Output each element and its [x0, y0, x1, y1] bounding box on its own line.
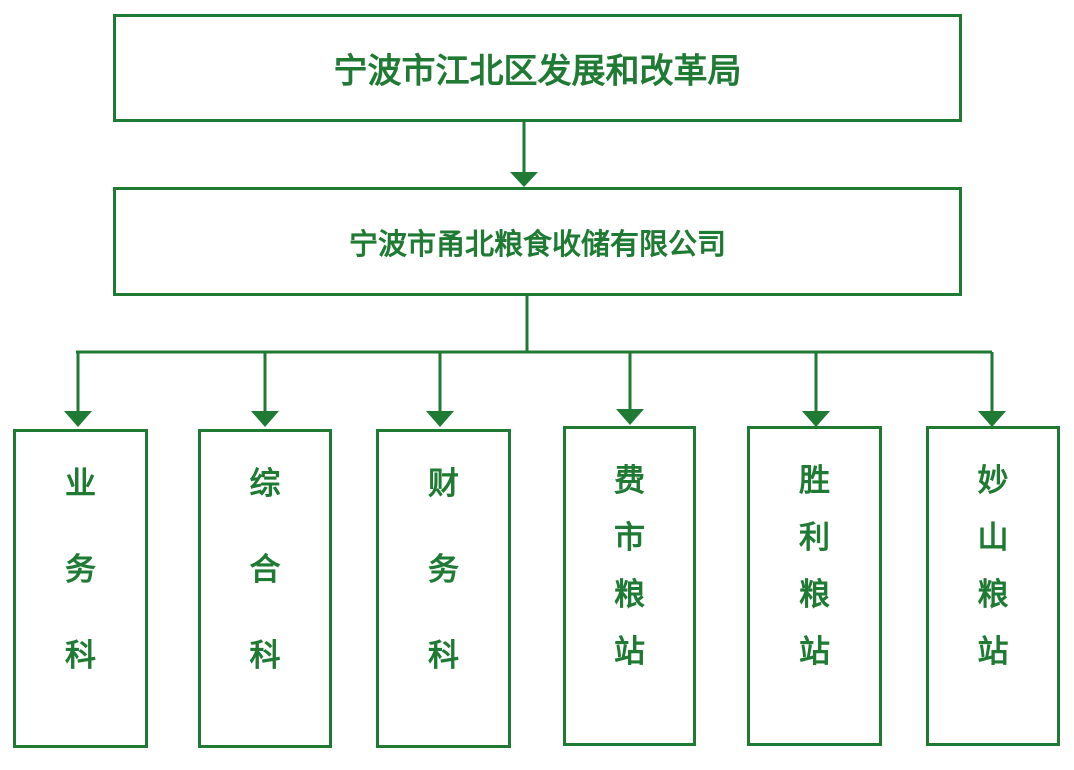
arrowhead-dept-4 [616, 409, 644, 425]
dept-char: 综 [249, 466, 281, 502]
dept-char: 站 [977, 634, 1009, 670]
dept-char: 山 [977, 520, 1009, 556]
dept-char: 胜 [799, 463, 830, 499]
dept-box-shengli-grain-station: 胜 利 粮 站 [747, 426, 882, 746]
dept-label-feishi-grain-station: 费 市 粮 站 [566, 461, 693, 689]
dept-box-miaoshan-grain-station: 妙 山 粮 站 [926, 426, 1060, 746]
dept-label-general: 综 合 科 [201, 464, 329, 722]
arrowhead-dept-2 [251, 411, 279, 427]
company-title: 宁波市甬北粮食收储有限公司 [348, 226, 726, 261]
dept-char: 科 [65, 638, 96, 674]
arrowhead-dept-6 [978, 411, 1006, 427]
dept-char: 业 [65, 466, 96, 502]
dept-char: 务 [65, 552, 96, 588]
dept-label-miaoshan-grain-station: 妙 山 粮 站 [929, 461, 1057, 689]
dept-box-business: 业 务 科 [13, 429, 148, 748]
arrowhead-dept-3 [426, 411, 454, 427]
dept-char: 科 [249, 638, 281, 674]
dept-label-finance: 财 务 科 [379, 464, 508, 722]
dept-box-finance: 财 务 科 [376, 429, 511, 748]
bureau-title: 宁波市江北区发展和改革局 [333, 51, 742, 92]
dept-char: 站 [614, 634, 645, 670]
dept-label-shengli-grain-station: 胜 利 粮 站 [750, 461, 879, 689]
dept-char: 费 [614, 463, 645, 499]
dept-char: 粮 [977, 577, 1009, 613]
box-development-reform-bureau: 宁波市江北区发展和改革局 [113, 14, 962, 122]
dept-char: 妙 [977, 463, 1009, 499]
arrowhead-dept-5 [802, 411, 830, 427]
dept-char: 务 [428, 552, 459, 588]
dept-char: 站 [799, 634, 830, 670]
box-grain-company: 宁波市甬北粮食收储有限公司 [113, 187, 962, 296]
dept-box-general: 综 合 科 [198, 429, 332, 748]
arrowhead-company [510, 172, 538, 187]
dept-box-feishi-grain-station: 费 市 粮 站 [563, 426, 696, 746]
dept-char: 粮 [799, 577, 830, 613]
dept-char: 粮 [614, 577, 645, 613]
arrowhead-dept-1 [64, 411, 92, 427]
dept-char: 财 [428, 466, 459, 502]
dept-char: 科 [428, 638, 459, 674]
dept-label-business: 业 务 科 [16, 464, 145, 722]
dept-char: 市 [614, 520, 645, 556]
dept-char: 合 [249, 552, 281, 588]
dept-char: 利 [799, 520, 830, 556]
